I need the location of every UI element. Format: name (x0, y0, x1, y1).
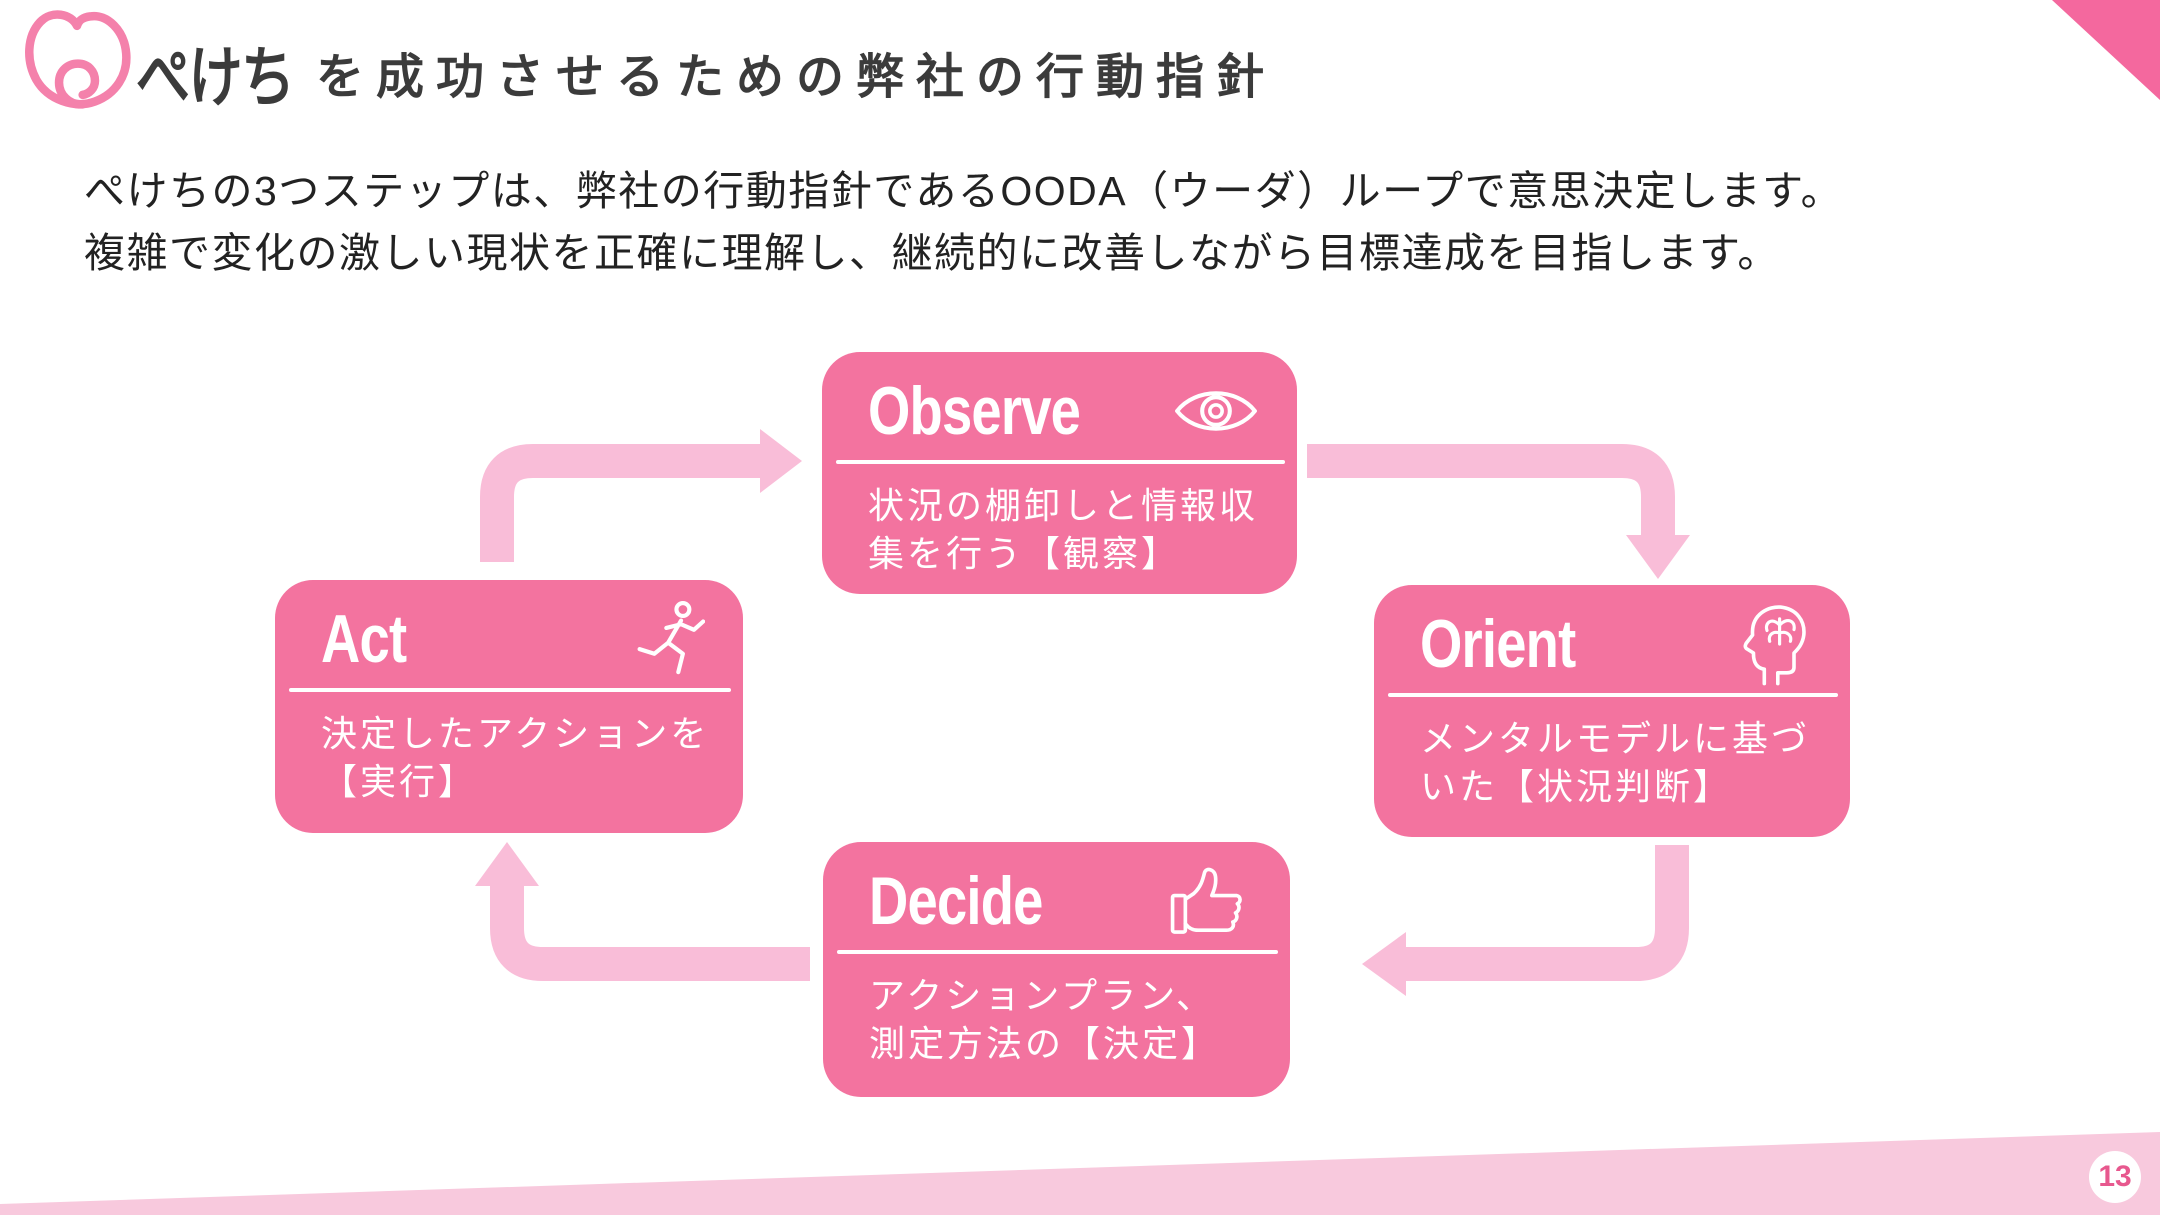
desc-line: アクションプラン、 (869, 975, 1215, 1016)
desc-line: いた【状況判断】 (1420, 766, 1733, 807)
intro-line-2: 複雑で変化の激しい現状を正確に理解し、継続的に改善しながら目標達成を目指します。 (84, 230, 1780, 276)
desc-line: 決定したアクションを (321, 713, 710, 754)
desc-line: メンタルモデルに基づ (1420, 718, 1811, 759)
box-head: Observe (868, 368, 1259, 454)
runner-icon (637, 601, 705, 675)
arrow-orient-to-decide (1362, 845, 1689, 996)
peach-curl (54, 59, 100, 109)
desc-line: 状況の棚卸しと情報収 (868, 485, 1259, 526)
page-number-badge: 13 (2089, 1151, 2141, 1203)
ooda-box-orient: Orient メンタルモデルに基づ いた【状況判断】 (1374, 585, 1850, 837)
corner-triangle (2052, 0, 2160, 100)
desc-line: 集を行う【観察】 (868, 533, 1181, 574)
divider (836, 460, 1285, 464)
box-head: Decide (869, 858, 1252, 944)
arrow-shaft (1406, 845, 1689, 981)
arrow-head-right (760, 429, 802, 493)
arrow-observe-to-orient (1307, 444, 1690, 579)
box-title-observe: Observe (868, 373, 1081, 449)
page-title: を成功させるための弊社の行動指針 (316, 51, 1277, 104)
arrow-shaft (1307, 444, 1675, 535)
box-desc-observe: 状況の棚卸しと情報収 集を行う【観察】 (868, 482, 1267, 578)
peach-logo-icon (25, 10, 131, 109)
box-desc-act: 決定したアクションを 【実行】 (321, 710, 713, 806)
thumbs-up-icon (1170, 867, 1242, 934)
peach-outline (25, 10, 131, 109)
intro-line-1: ぺけちの3つステップは、弊社の行動指針であるOODA（ウーダ）ループで意思決定し… (84, 168, 1844, 214)
box-title-decide: Decide (869, 863, 1043, 939)
arrow-head-up (475, 842, 539, 886)
arrow-shaft (480, 444, 760, 562)
header: ぺけち を成功させるための弊社の行動指針 (18, 6, 1276, 110)
box-title-orient: Orient (1420, 606, 1576, 682)
box-head: Orient (1420, 601, 1812, 687)
box-head: Act (321, 596, 705, 682)
divider (837, 950, 1278, 954)
page-number: 13 (2098, 1160, 2132, 1193)
box-desc-decide: アクションプラン、 測定方法の【決定】 (869, 972, 1260, 1068)
divider (289, 688, 731, 692)
ooda-box-act: Act 決定したアクションを 【実行】 (275, 580, 743, 833)
arrow-head-left (1362, 932, 1406, 996)
arrow-shaft (490, 886, 810, 981)
arrow-act-to-observe (480, 429, 802, 562)
ooda-box-observe: Observe 状況の棚卸しと情報収 集を行う【観察】 (822, 352, 1297, 594)
desc-line: 測定方法の【決定】 (869, 1023, 1221, 1064)
brain-icon (1743, 605, 1806, 686)
ooda-box-decide: Decide アクションプラン、 測定方法の【決定】 (823, 842, 1290, 1097)
brand-logo-text: ぺけち (136, 40, 295, 114)
box-title-act: Act (321, 601, 407, 677)
desc-line: 【実行】 (321, 761, 478, 802)
divider (1388, 693, 1838, 697)
intro-paragraph: ぺけちの3つステップは、弊社の行動指針であるOODA（ウーダ）ループで意思決定し… (84, 160, 1843, 284)
bottom-band (0, 1132, 2160, 1215)
arrow-head-down (1626, 535, 1690, 579)
box-desc-orient: メンタルモデルに基づ いた【状況判断】 (1420, 715, 1820, 811)
eye-icon (1175, 391, 1257, 431)
arrow-decide-to-act (475, 842, 810, 981)
